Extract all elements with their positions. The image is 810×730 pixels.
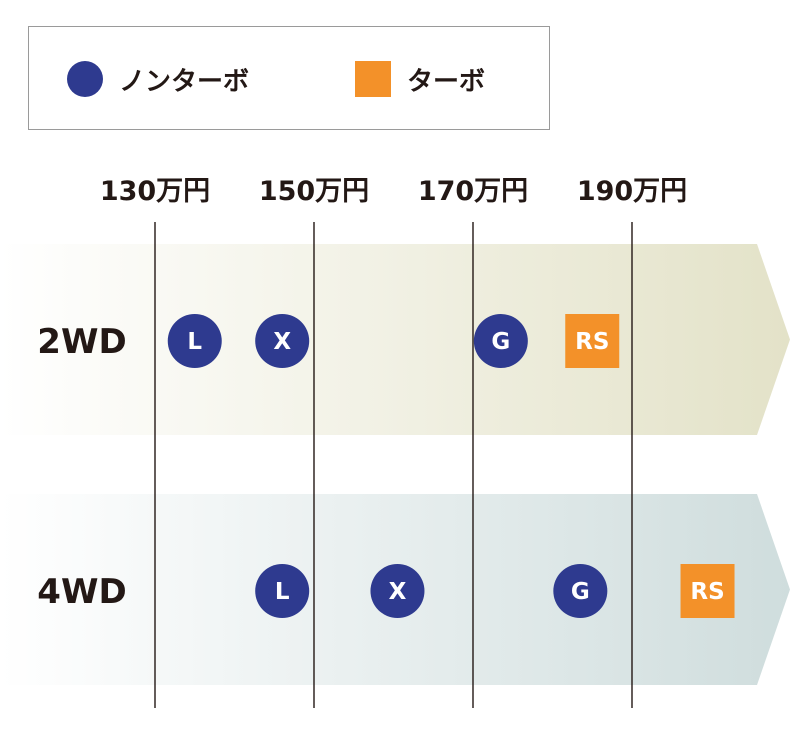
legend-swatch-turbo [355, 61, 391, 97]
marker-2wd-l [167, 314, 222, 368]
legend-item-nonturbo: ノンターボ [67, 27, 249, 131]
marker-2wd-x [255, 314, 310, 368]
row-label-4wd: 4WD [37, 572, 126, 612]
tick-label-170: 170万円 [418, 176, 528, 207]
marker-2wd-l-label: L [187, 329, 202, 355]
marker-4wd-g-label: G [571, 579, 590, 605]
marker-4wd-rs-label: RS [690, 579, 724, 605]
marker-2wd-x-label: X [273, 329, 291, 355]
marker-4wd-rs [680, 564, 735, 618]
tick-label-150: 150万円 [259, 176, 369, 207]
marker-2wd-g-label: G [491, 329, 510, 355]
tick-label-190: 190万円 [577, 176, 687, 207]
legend-label-turbo: ターボ [407, 66, 486, 97]
marker-4wd-l [255, 564, 310, 618]
marker-4wd-g [553, 564, 608, 618]
legend-swatch-nonturbo [67, 61, 103, 97]
row-label-2wd: 2WD [37, 322, 126, 362]
marker-4wd-x-label: X [389, 579, 407, 605]
legend-label-nonturbo: ノンターボ [119, 66, 250, 97]
legend: ノンターボ ターボ [28, 26, 550, 130]
marker-2wd-rs-label: RS [575, 329, 609, 355]
marker-2wd-rs [565, 314, 620, 368]
marker-2wd-g [473, 314, 528, 368]
marker-4wd-l-label: L [275, 579, 290, 605]
row-band-2wd [0, 244, 790, 435]
tick-label-130: 130万円 [100, 176, 210, 207]
marker-4wd-x [370, 564, 425, 618]
legend-item-turbo: ターボ [355, 27, 485, 131]
